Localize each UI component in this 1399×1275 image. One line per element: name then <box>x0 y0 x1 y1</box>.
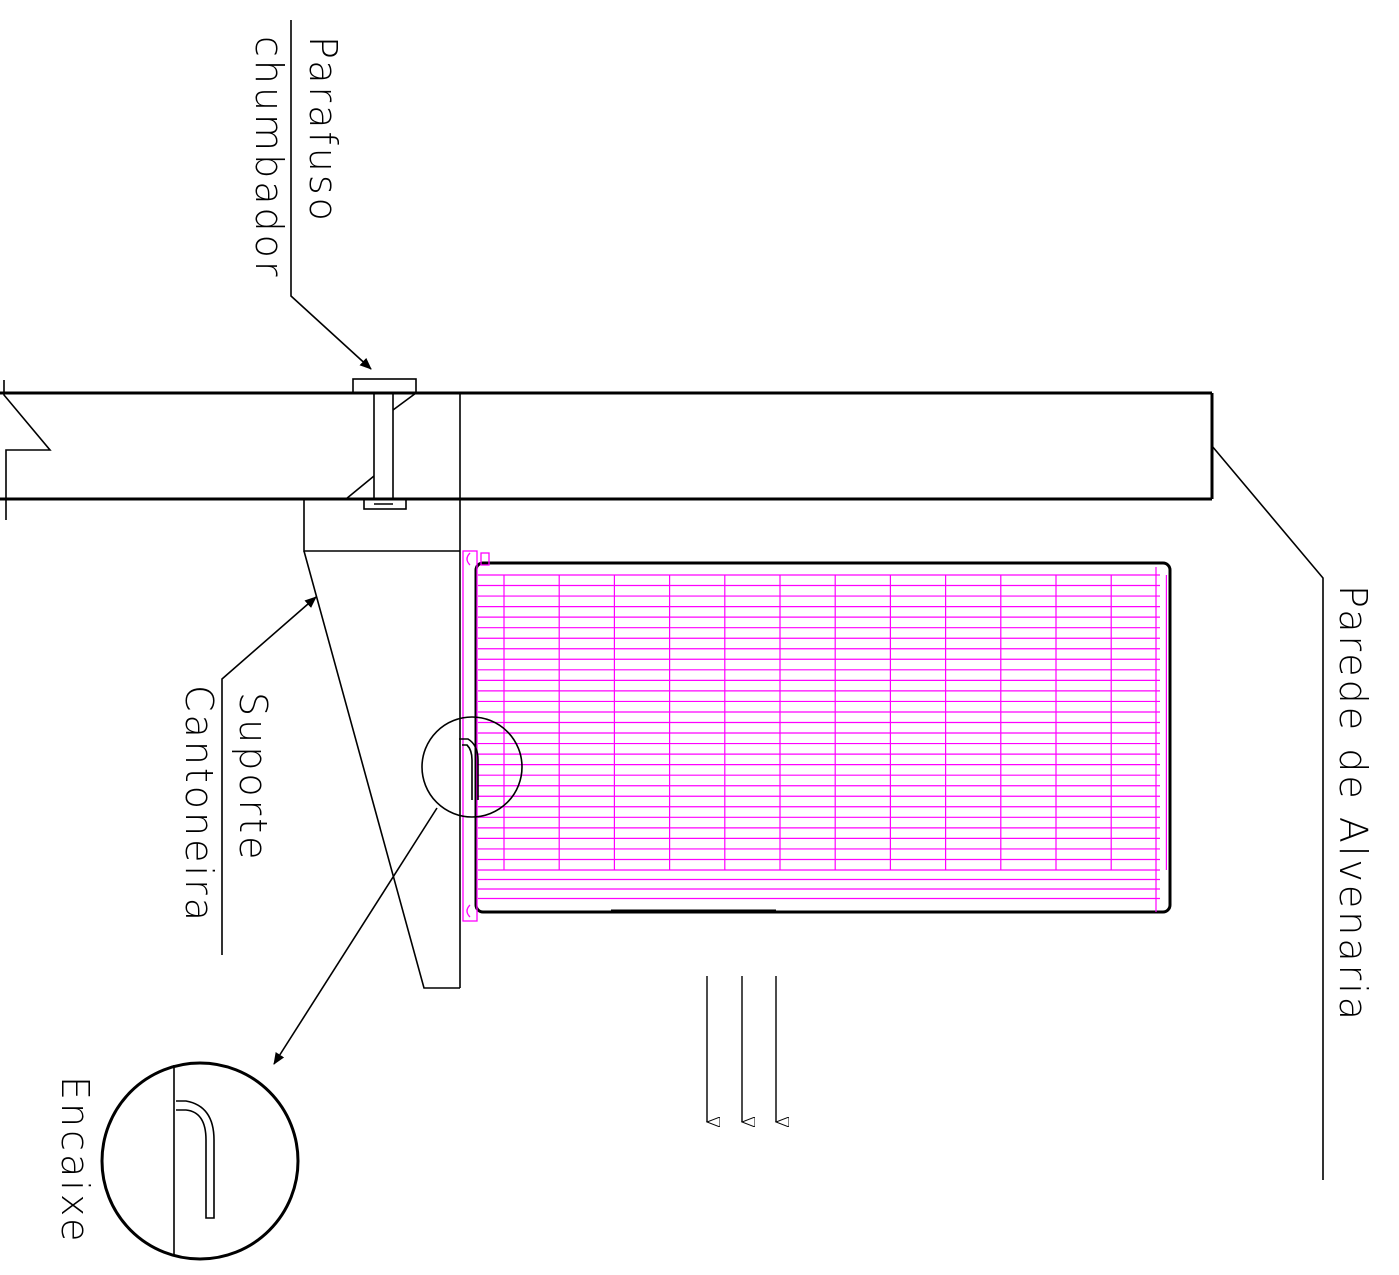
label-encaixe: Encaixe <box>53 1076 97 1245</box>
anchor-bolt <box>345 378 417 510</box>
leader-lines <box>221 20 1324 1180</box>
label-anchor-bolt: Parafuso chumbador <box>247 36 345 279</box>
label-support-line2: Cantoneira <box>177 685 221 924</box>
label-masonry-wall: Parede de Alvenaria <box>1331 585 1375 1023</box>
angle-support-bracket <box>303 393 461 989</box>
label-angle-support: Suporte Cantoneira <box>177 685 275 924</box>
filter-mesh-grid <box>478 567 1168 912</box>
airflow-arrows <box>707 976 776 1122</box>
detail-marker-circle <box>421 716 523 818</box>
wall-break-symbol <box>3 380 52 520</box>
filter-frame <box>462 550 1172 922</box>
detail-enlargement-circle <box>100 1061 300 1261</box>
label-support-line1: Suporte <box>231 692 275 862</box>
masonry-wall <box>0 391 1214 501</box>
label-detail: Encaixe <box>53 1076 97 1245</box>
label-wall: Parede de Alvenaria <box>1331 585 1375 1023</box>
label-bolt-line1: Parafuso <box>301 36 345 224</box>
label-bolt-line2: chumbador <box>247 36 291 279</box>
